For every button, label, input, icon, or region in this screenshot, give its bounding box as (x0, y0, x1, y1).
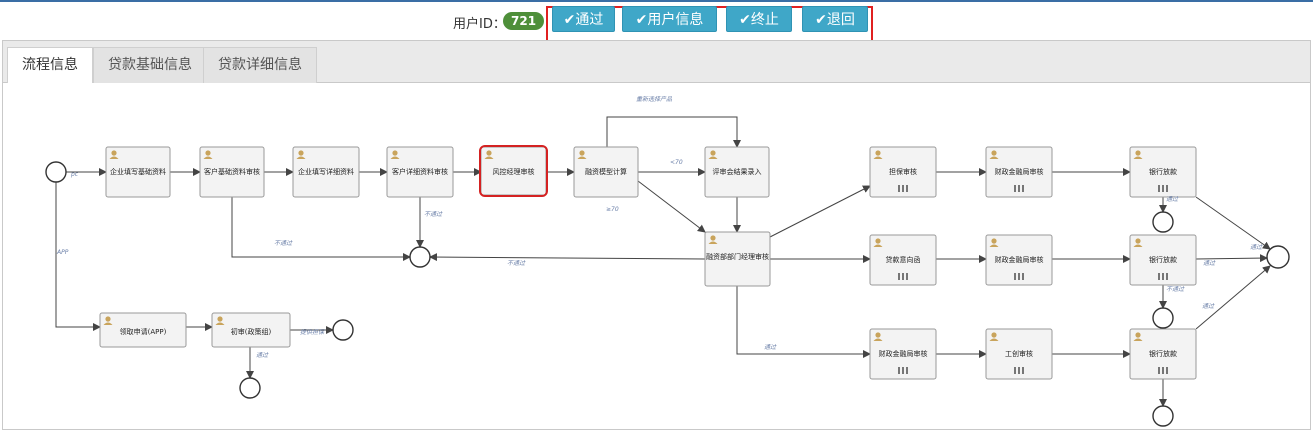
sequence-flow (429, 253, 706, 262)
flow-canvas: 企业填写基础资料客户基础资料审核企业填写详细资料客户详细资料审核风控经理审核融资… (3, 83, 1310, 429)
task-finance-bureau-review-2[interactable]: 财政金融局审核 (985, 234, 1053, 286)
task-initial-review[interactable]: 初审(政策组) (211, 312, 291, 348)
task-label: 融资模型计算 (585, 167, 627, 176)
task-review-result-entry[interactable]: 评审会结果录入 (704, 146, 770, 198)
edge-label: APP (56, 249, 69, 256)
task-label: 风控经理审核 (493, 167, 535, 176)
edge-label: 不通过 (424, 210, 443, 218)
task-label: 贷款意向函 (886, 255, 921, 264)
terminate-button[interactable]: ✔终止 (726, 6, 792, 32)
sequence-flow (769, 185, 871, 238)
top-toolbar: 用户ID： 721 ✔通过 ✔用户信息 ✔终止 ✔退回 (0, 0, 1313, 44)
flow-edge-labels: pcAPP不通过不通过不通过<70≥70重新选择产品通过不通过通过通过通过通过提… (56, 95, 1263, 359)
end-event-bank-3[interactable] (1152, 405, 1174, 427)
edge-label: 通过 (1203, 259, 1216, 267)
task-finance-bureau-review-3[interactable]: 财政金融局审核 (869, 328, 937, 380)
task-label: 工创审核 (1005, 349, 1033, 358)
task-detail-info-review[interactable]: 客户详细资料审核 (386, 146, 454, 198)
edge-label: <70 (670, 159, 683, 166)
end-event-initial-reject[interactable] (239, 377, 261, 399)
return-button[interactable]: ✔退回 (802, 6, 868, 32)
sequence-flow (606, 116, 741, 148)
task-finance-dept-manager-review[interactable]: 融资部部门经理审核 (704, 231, 771, 287)
task-finance-bureau-review-1[interactable]: 财政金融局审核 (985, 146, 1053, 198)
edge-label: 通过 (764, 343, 777, 351)
task-label: 初审(政策组) (231, 327, 272, 336)
task-label: 企业填写详细资料 (298, 167, 354, 176)
task-label: 客户基础资料审核 (204, 167, 260, 176)
pass-button[interactable]: ✔通过 (552, 6, 615, 32)
end-event-bank-2[interactable] (1152, 307, 1174, 329)
main-panel: 流程信息 贷款基础信息 贷款详细信息 企业填写基础资料 客户基础资料审核 企业填写详… (2, 40, 1311, 430)
edge-label: 通过 (1166, 195, 1179, 203)
sequence-flow (1195, 196, 1271, 250)
end-event-initial[interactable] (332, 319, 354, 341)
task-financing-model-calc[interactable]: 融资模型计算 (573, 146, 639, 198)
task-innovation-review[interactable]: 工创审核 (985, 328, 1053, 380)
edge-label: pc (70, 171, 79, 178)
end-event-reject[interactable] (409, 246, 431, 268)
task-label: 融资部部门经理审核 (706, 252, 769, 261)
end-event-bank-1[interactable] (1152, 211, 1174, 233)
flow-diagram: 企业填写基础资料客户基础资料审核企业填写详细资料客户详细资料审核风控经理审核融资… (45, 95, 1290, 427)
tab-bar: 流程信息 贷款基础信息 贷款详细信息 (3, 41, 1310, 84)
edge-label: 不通过 (274, 239, 293, 247)
task-label: 评审会结果录入 (713, 167, 762, 176)
task-risk-manager-review[interactable]: 风控经理审核 (479, 145, 548, 197)
sequence-flow (736, 286, 871, 358)
user-id-badge: 721 (503, 12, 545, 30)
task-app-application[interactable]: 领取申请(APP) (99, 312, 187, 348)
user-info-button[interactable]: ✔用户信息 (622, 6, 717, 32)
edge-label: 不通过 (1166, 285, 1185, 293)
task-label: 银行放款 (1149, 349, 1177, 358)
task-bank-loan-3[interactable]: 银行放款 (1129, 328, 1197, 380)
task-label: 财政金融局审核 (995, 255, 1044, 264)
task-basic-info-review[interactable]: 客户基础资料审核 (199, 146, 265, 198)
tab-loan-detail-info[interactable]: 贷款详细信息 (203, 47, 317, 83)
edge-label: 通过 (1202, 302, 1215, 310)
task-label: 财政金融局审核 (879, 349, 928, 358)
active-task-highlight (479, 145, 548, 197)
tab-loan-basic-info[interactable]: 贷款基础信息 (93, 47, 207, 83)
sequence-flow (637, 180, 706, 233)
edge-label: ≥70 (606, 206, 619, 213)
tab-flow-info[interactable]: 流程信息 (7, 47, 93, 84)
sequence-flow (1195, 265, 1271, 330)
task-bank-loan-2[interactable]: 银行放款 (1129, 234, 1197, 286)
task-fill-detail-info[interactable]: 企业填写详细资料 (292, 146, 360, 198)
task-loan-intent-letter[interactable]: 贷款意向函 (869, 234, 937, 286)
flow-edges (55, 116, 1271, 407)
task-fill-basic-info[interactable]: 企业填写基础资料 (105, 146, 171, 198)
task-bank-loan-1[interactable]: 银行放款 (1129, 146, 1197, 198)
edge-label: 重新选择产品 (636, 95, 673, 103)
task-label: 银行放款 (1149, 167, 1177, 176)
sequence-flow (231, 197, 411, 261)
task-label: 银行放款 (1149, 255, 1177, 264)
sequence-flow (1195, 254, 1268, 263)
user-id-label: 用户ID： (453, 17, 506, 32)
task-label: 领取申请(APP) (120, 327, 167, 336)
start-event[interactable] (45, 161, 67, 183)
sequence-flow (55, 182, 101, 331)
task-guarantee-review[interactable]: 担保审核 (869, 146, 937, 198)
task-label: 客户详细资料审核 (392, 167, 448, 176)
task-label: 企业填写基础资料 (110, 167, 166, 176)
task-label: 财政金融局审核 (995, 167, 1044, 176)
edge-label: 提供担保 (300, 328, 325, 336)
end-event-final[interactable] (1266, 245, 1290, 269)
task-label: 担保审核 (889, 167, 917, 176)
edge-label: 通过 (1250, 243, 1263, 251)
edge-label: 通过 (256, 351, 269, 359)
edge-label: 不通过 (507, 259, 526, 267)
flow-nodes: 企业填写基础资料客户基础资料审核企业填写详细资料客户详细资料审核风控经理审核融资… (45, 145, 1290, 427)
